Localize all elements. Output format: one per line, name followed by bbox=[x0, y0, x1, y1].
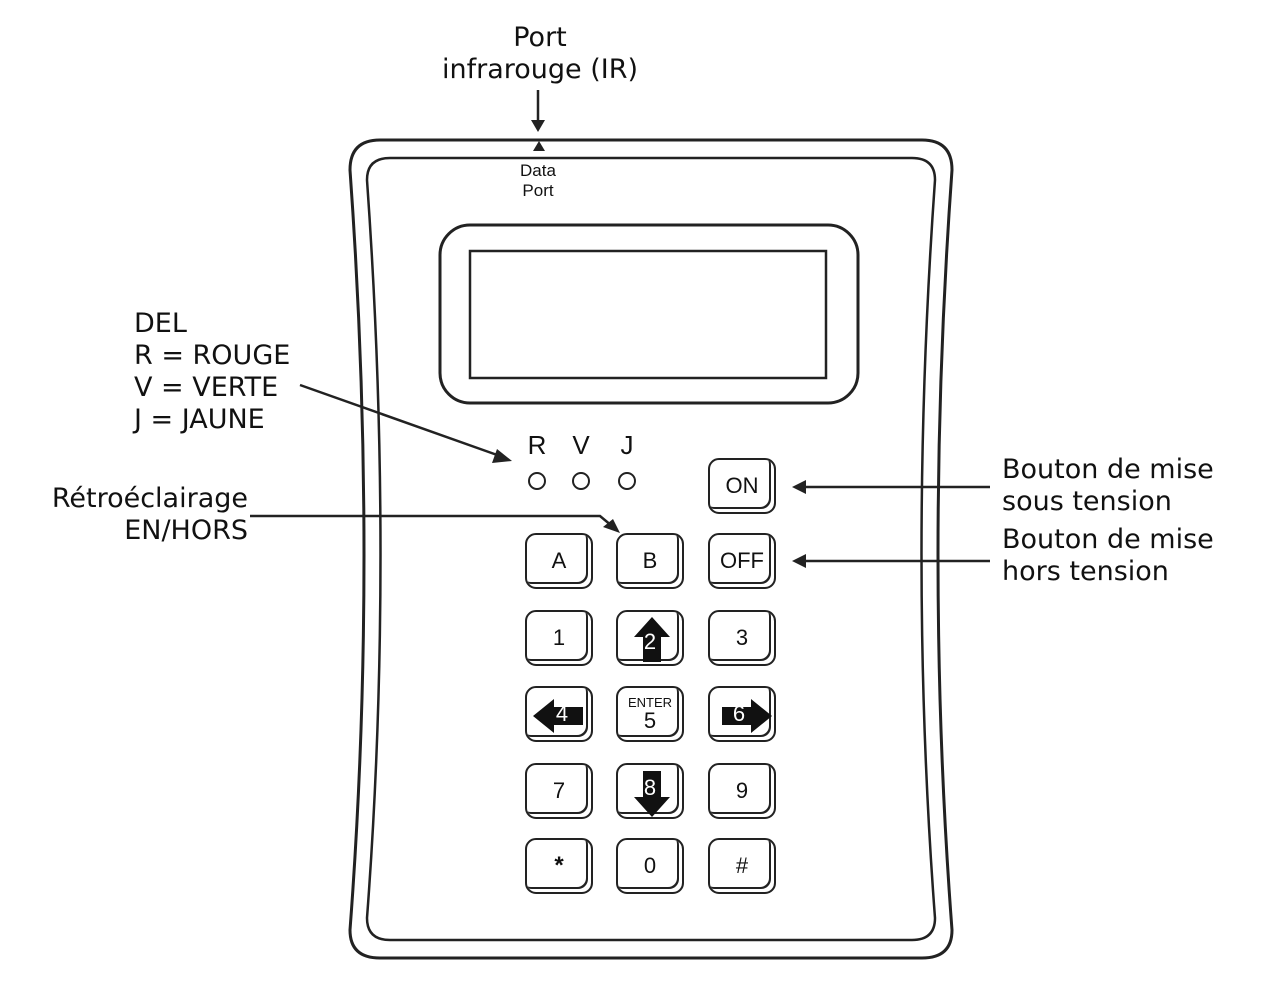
on-button[interactable]: ON bbox=[708, 458, 776, 514]
hash-key[interactable]: # bbox=[708, 838, 776, 894]
del-arrow-line bbox=[299, 383, 501, 458]
led-green bbox=[572, 472, 590, 490]
off-arrowhead bbox=[792, 554, 806, 568]
del-arrowhead bbox=[492, 449, 512, 463]
a-button[interactable]: A bbox=[525, 533, 593, 589]
key-1[interactable]: 1 bbox=[525, 610, 593, 666]
arrow-down-icon bbox=[634, 771, 670, 817]
key-6-right[interactable]: 6 bbox=[708, 686, 776, 742]
display-screen bbox=[468, 249, 828, 380]
backlight-arrow-line bbox=[250, 514, 613, 527]
key-3[interactable]: 3 bbox=[708, 610, 776, 666]
key-0[interactable]: 0 bbox=[616, 838, 684, 894]
enter-key-5[interactable]: ENTER 5 bbox=[616, 686, 684, 742]
off-button[interactable]: OFF bbox=[708, 533, 776, 589]
backlight-arrowhead bbox=[603, 519, 620, 533]
power-off-label: Bouton de mise hors tension bbox=[1002, 524, 1214, 587]
arrow-left-icon bbox=[533, 699, 583, 733]
arrow-up-icon bbox=[634, 617, 670, 662]
backlight-label: Rétroéclairage EN/HORS bbox=[51, 483, 248, 546]
led-letter-r: R bbox=[527, 430, 547, 460]
key-7[interactable]: 7 bbox=[525, 763, 593, 819]
on-arrowhead bbox=[792, 480, 806, 494]
device-inner-outline bbox=[365, 156, 937, 942]
key-8-down[interactable]: 8 bbox=[616, 763, 684, 819]
led-yellow bbox=[618, 472, 636, 490]
backlight-b-button[interactable]: B bbox=[616, 533, 684, 589]
led-letter-v: V bbox=[572, 430, 590, 460]
led-red bbox=[528, 472, 546, 490]
arrow-right-icon bbox=[722, 699, 772, 733]
ir-arrowhead bbox=[531, 120, 545, 132]
power-on-label: Bouton de mise sous tension bbox=[1002, 454, 1214, 517]
annotation-arrows bbox=[250, 90, 990, 568]
star-key[interactable]: * bbox=[525, 838, 593, 894]
key-4-left[interactable]: 4 bbox=[525, 686, 593, 742]
key-9[interactable]: 9 bbox=[708, 763, 776, 819]
ir-port-label: Port infrarouge (IR) bbox=[441, 22, 639, 85]
led-legend: DEL R = ROUGE V = VERTE J = JAUNE bbox=[134, 308, 291, 435]
ir-port-marker bbox=[533, 141, 545, 151]
led-letter-j: J bbox=[620, 430, 634, 460]
device-outer-outline bbox=[348, 138, 954, 960]
data-port-label: Data Port bbox=[520, 161, 556, 200]
key-2-up[interactable]: 2 bbox=[616, 610, 684, 666]
